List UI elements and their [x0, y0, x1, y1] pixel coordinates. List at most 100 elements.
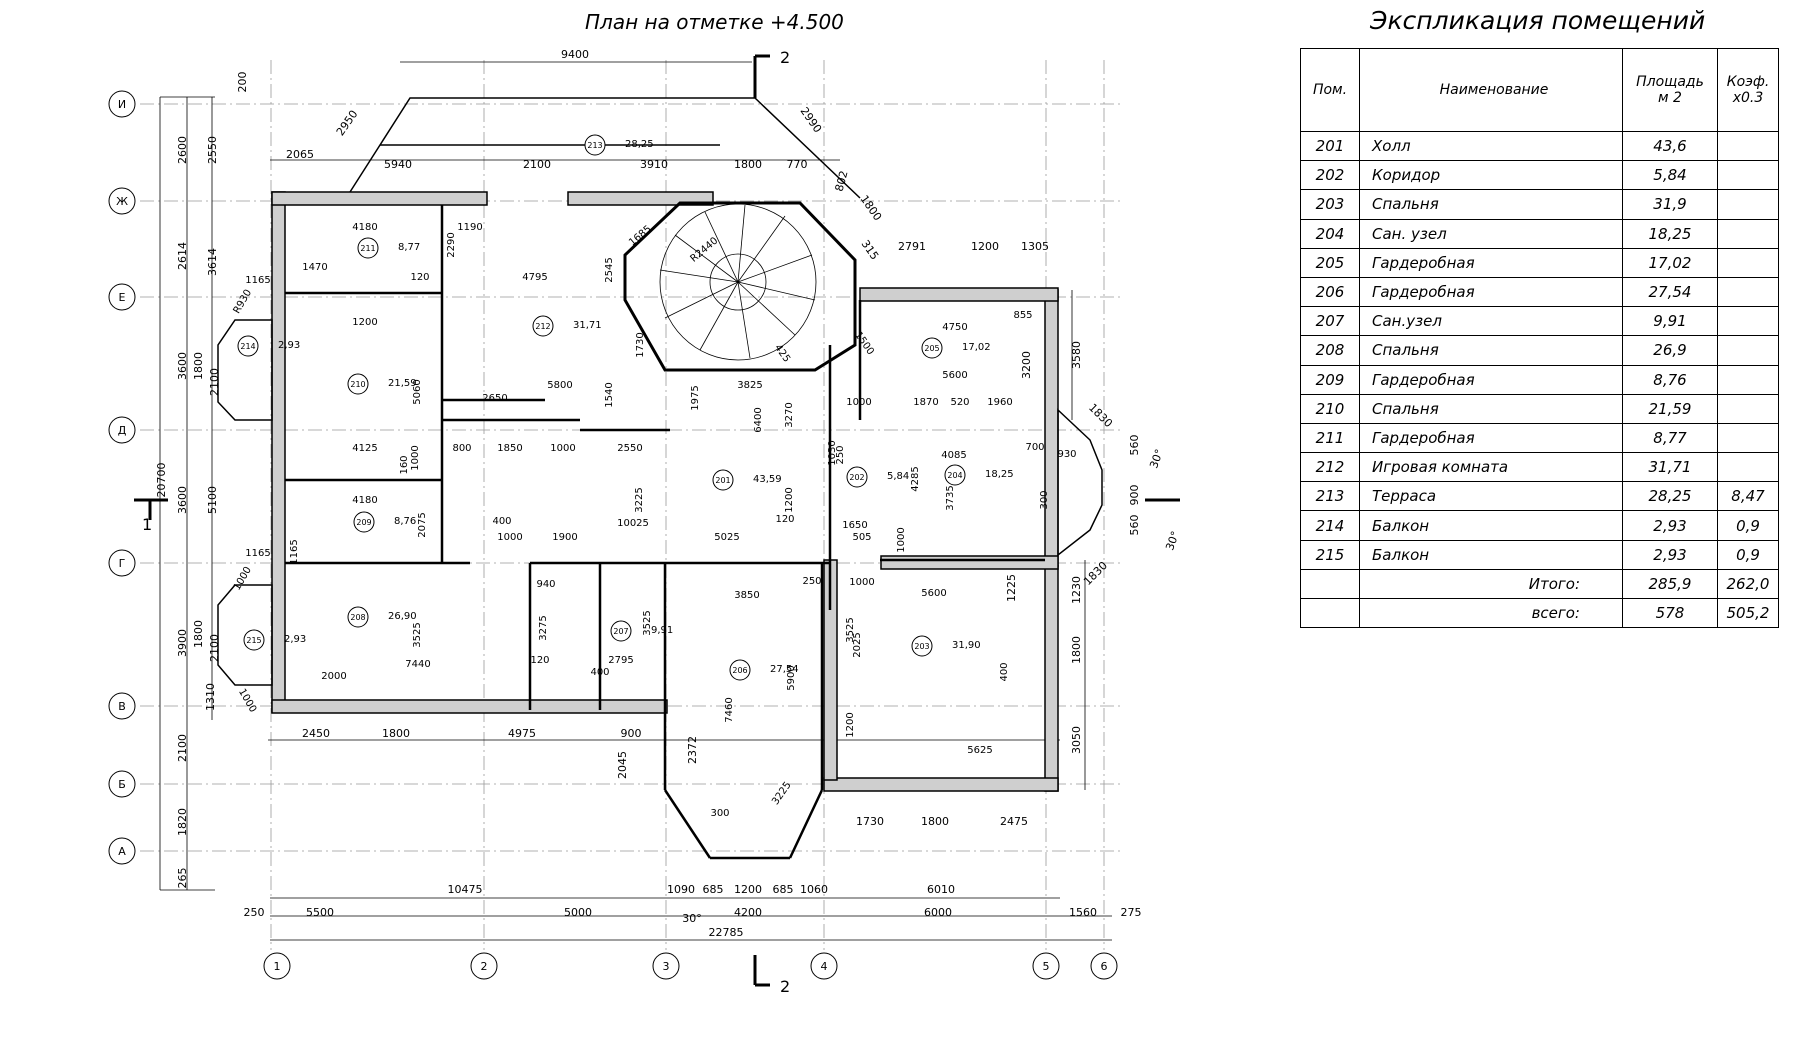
dimension-text: 265: [176, 868, 189, 889]
dimension-text: 2290: [446, 232, 457, 257]
room-number-mark: 207: [613, 627, 628, 636]
room-area-mark: 17,02: [962, 342, 991, 353]
dimension-text: 560: [1128, 435, 1141, 456]
room-bubble: [610, 620, 632, 642]
room-name: Сан. узел: [1359, 218, 1623, 249]
room-name: Балкон: [1359, 539, 1623, 570]
dimension-text: 3275: [538, 615, 549, 640]
dimension-text: 3614: [206, 248, 219, 276]
dimension-text: 1225: [1005, 574, 1018, 602]
axis-label: А: [118, 845, 126, 858]
room-area: 43,6: [1622, 130, 1718, 162]
dimension-text: 10475: [448, 883, 483, 896]
axis-label: Ж: [116, 195, 128, 208]
dimension-text: 3850: [734, 590, 759, 601]
room-area-mark: 26,90: [388, 611, 417, 622]
dimension-text: 685: [773, 883, 794, 896]
axis-label: И: [118, 98, 126, 111]
room-koef: [1717, 189, 1779, 220]
dimension-text: 1000: [232, 565, 254, 593]
dimension-text: 1200: [845, 712, 856, 737]
room-number: 202: [1300, 160, 1360, 191]
room-bubble: [911, 635, 933, 657]
grand-koef: 505,2: [1717, 597, 1779, 629]
room-area-mark: 5,84: [887, 471, 909, 482]
room-area-mark: 18,25: [985, 469, 1014, 480]
room-number-mark: 210: [350, 380, 365, 389]
partitions: [285, 205, 1045, 860]
room-koef: [1717, 247, 1779, 278]
axis-label: 3: [663, 960, 670, 973]
dimension-text: 200: [236, 72, 249, 93]
dimension-text: 2550: [206, 136, 219, 164]
dimension-text: 4285: [910, 466, 921, 491]
dimension-text: 1200: [352, 317, 377, 328]
angle-label: 30°: [1147, 447, 1166, 470]
dimension-text: 1305: [1021, 240, 1049, 253]
dimension-text: 1730: [856, 815, 884, 828]
room-bubble: [712, 469, 734, 491]
dimension-text: 3600: [176, 486, 189, 514]
room-bubble: [584, 134, 606, 156]
header-name: Наименование: [1359, 48, 1623, 132]
dimension-text: 900: [1128, 485, 1141, 506]
dimension-text: 855: [1013, 310, 1032, 321]
dimension-text: 1310: [204, 683, 217, 711]
dimension-text: 1165: [245, 275, 270, 286]
room-name: Сан.узел: [1359, 306, 1623, 337]
dimension-text: 4180: [352, 495, 377, 506]
axis-label: 2: [481, 960, 488, 973]
dimension-text: 685: [703, 883, 724, 896]
dimension-text: 6400: [753, 407, 764, 432]
dimension-text: 250: [835, 445, 846, 464]
room-area-mark: 8,77: [398, 242, 420, 253]
room-area: 18,25: [1622, 218, 1718, 249]
header-pom: Пом.: [1300, 48, 1360, 132]
dimension-text: 4795: [522, 272, 547, 283]
room-number: 214: [1300, 510, 1360, 541]
room-koef: [1717, 452, 1779, 483]
room-area-mark: 2,93: [278, 340, 300, 351]
dimension-text: 1540: [604, 382, 615, 407]
table-title: Экспликация помещений: [1370, 6, 1706, 35]
dimension-text: 1165: [289, 539, 300, 564]
dimension-text: 2372: [686, 736, 699, 764]
room-bubble: [846, 466, 868, 488]
dimension-text: 2100: [208, 634, 221, 662]
room-area: 26,9: [1622, 335, 1718, 366]
dimension-text: 1685: [627, 224, 654, 249]
room-koef: [1717, 335, 1779, 366]
dimension-text: 5625: [967, 745, 992, 756]
dimension-text: 5940: [384, 158, 412, 171]
dimension-text: 2545: [604, 257, 615, 282]
dimension-text: 1800: [1070, 636, 1083, 664]
dimension-text: 5000: [564, 906, 592, 919]
dimension-text: 3525: [845, 617, 856, 642]
room-bubble: [729, 659, 751, 681]
room-name: Спальня: [1359, 189, 1623, 220]
dimension-text: 1060: [800, 883, 828, 896]
room-koef: [1717, 422, 1779, 454]
dimension-text: 4085: [941, 450, 966, 461]
dimension-text: 1960: [987, 397, 1012, 408]
total-area: 285,9: [1622, 568, 1718, 600]
room-koef: [1717, 218, 1779, 249]
dimension-text: 6000: [924, 906, 952, 919]
dimension-text: 4975: [508, 727, 536, 740]
axis-label: Б: [118, 778, 126, 791]
dimension-text: 2065: [286, 148, 314, 161]
room-number-mark: 211: [360, 244, 375, 253]
dimension-text: 300: [710, 808, 729, 819]
axis-label: 1: [274, 960, 281, 973]
dimension-text: 9400: [561, 48, 589, 61]
room-number: 215: [1300, 539, 1360, 570]
dimension-text: 160: [399, 455, 410, 474]
total-empty: [1300, 568, 1360, 600]
